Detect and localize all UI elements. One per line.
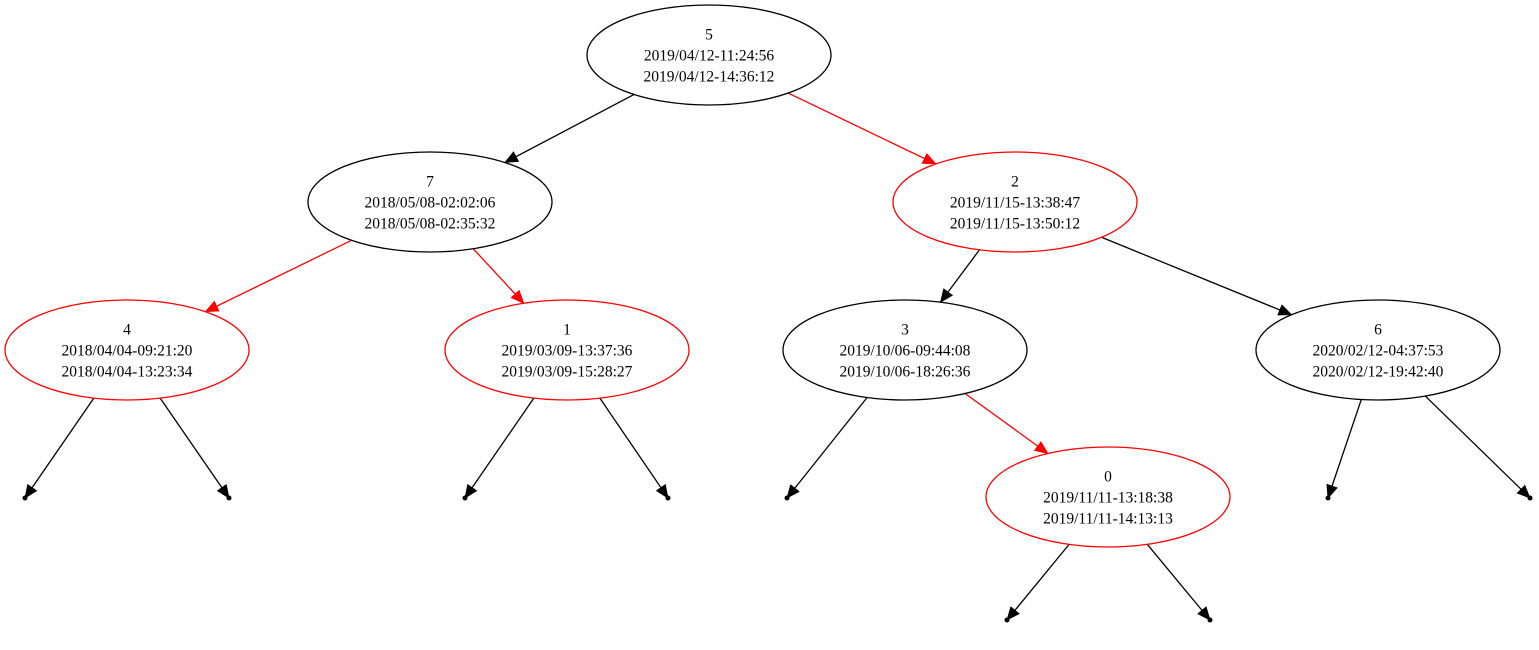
node-end-time: 2019/03/09-15:28:27 [502,364,633,381]
node-start-time: 2019/04/12-11:24:56 [644,48,775,65]
nil-leaf-nil4b [226,495,232,501]
edge-n3-nil3a [786,397,868,499]
nil-leaf-nil0b [1207,617,1213,623]
node-key: 3 [901,322,909,339]
edge-n1-nil1a [464,397,535,499]
edge-n7-n1 [472,248,525,304]
node-end-time: 2019/11/15-13:50:12 [950,216,1080,233]
node-key: 0 [1104,469,1112,486]
node-ellipse [586,4,832,106]
node-start-time: 2019/03/09-13:37:36 [502,343,633,360]
node-end-time: 2019/10/06-18:26:36 [840,364,971,381]
node-end-time: 2018/05/08-02:35:32 [365,216,496,233]
edge-n2-n6 [1101,236,1293,316]
tree-node-7: 7 2018/05/08-02:02:06 2018/05/08-02:35:32 [307,151,553,253]
edge-n7-n4 [204,239,352,313]
tree-node-5: 5 2019/04/12-11:24:56 2019/04/12-14:36:12 [586,4,832,106]
nodes-layer: 5 2019/04/12-11:24:56 2019/04/12-14:36:12 7… [4,4,1501,548]
edge-n4-nil4b [159,397,230,499]
node-end-time: 2019/11/11-14:13:13 [1043,511,1173,528]
tree-node-1: 1 2019/03/09-13:37:36 2019/03/09-15:28:27 [444,299,690,401]
node-key: 7 [426,174,434,191]
edge-n6-nil6a [1326,399,1362,499]
node-ellipse [892,151,1138,253]
edge-n3-n0 [964,392,1049,455]
node-start-time: 2018/05/08-02:02:06 [365,195,496,212]
nil-leaf-nil3a [784,495,790,501]
node-start-time: 2019/10/06-09:44:08 [840,343,971,360]
nil-leaf-nil4a [22,495,28,501]
edge-n4-nil4a [24,397,95,499]
node-key: 4 [123,322,131,339]
node-start-time: 2019/11/11-13:18:38 [1043,490,1173,507]
edges-layer [24,92,1531,621]
tree-node-6: 6 2020/02/12-04:37:53 2020/02/12-19:42:40 [1255,299,1501,401]
edge-n5-n2 [787,92,937,165]
node-ellipse [782,299,1028,401]
node-ellipse [1255,299,1501,401]
node-key: 6 [1374,322,1382,339]
node-ellipse [4,299,250,401]
nil-leaf-nil6a [1325,495,1331,501]
node-ellipse [307,151,553,253]
edge-n2-n3 [939,249,980,303]
nil-leaf-nil1b [665,495,671,501]
nil-leaves-layer [22,495,1533,623]
nil-leaf-nil0a [1004,617,1010,623]
node-ellipse [444,299,690,401]
edge-n1-nil1b [599,397,669,499]
node-key: 1 [563,322,571,339]
edge-n6-nil6b [1424,395,1531,499]
node-key: 2 [1011,174,1019,191]
tree-node-0: 0 2019/11/11-13:18:38 2019/11/11-14:13:13 [985,446,1231,548]
nil-leaf-nil1a [462,495,468,501]
tree-node-2: 2 2019/11/15-13:38:47 2019/11/15-13:50:12 [892,151,1138,253]
node-start-time: 2018/04/04-09:21:20 [62,343,193,360]
node-start-time: 2019/11/15-13:38:47 [950,195,1081,212]
tree-node-4: 4 2018/04/04-09:21:20 2018/04/04-13:23:34 [4,299,250,401]
node-start-time: 2020/02/12-04:37:53 [1313,343,1444,360]
node-end-time: 2019/04/12-14:36:12 [644,69,775,86]
node-key: 5 [705,27,713,44]
node-end-time: 2020/02/12-19:42:40 [1313,364,1444,381]
nil-leaf-nil6b [1527,495,1533,501]
edge-n5-n7 [504,93,635,164]
tree-node-3: 3 2019/10/06-09:44:08 2019/10/06-18:26:36 [782,299,1028,401]
node-end-time: 2018/04/04-13:23:34 [62,364,193,381]
edge-n0-nil0b [1146,543,1211,621]
node-ellipse [985,446,1231,548]
edge-n0-nil0a [1006,543,1070,621]
